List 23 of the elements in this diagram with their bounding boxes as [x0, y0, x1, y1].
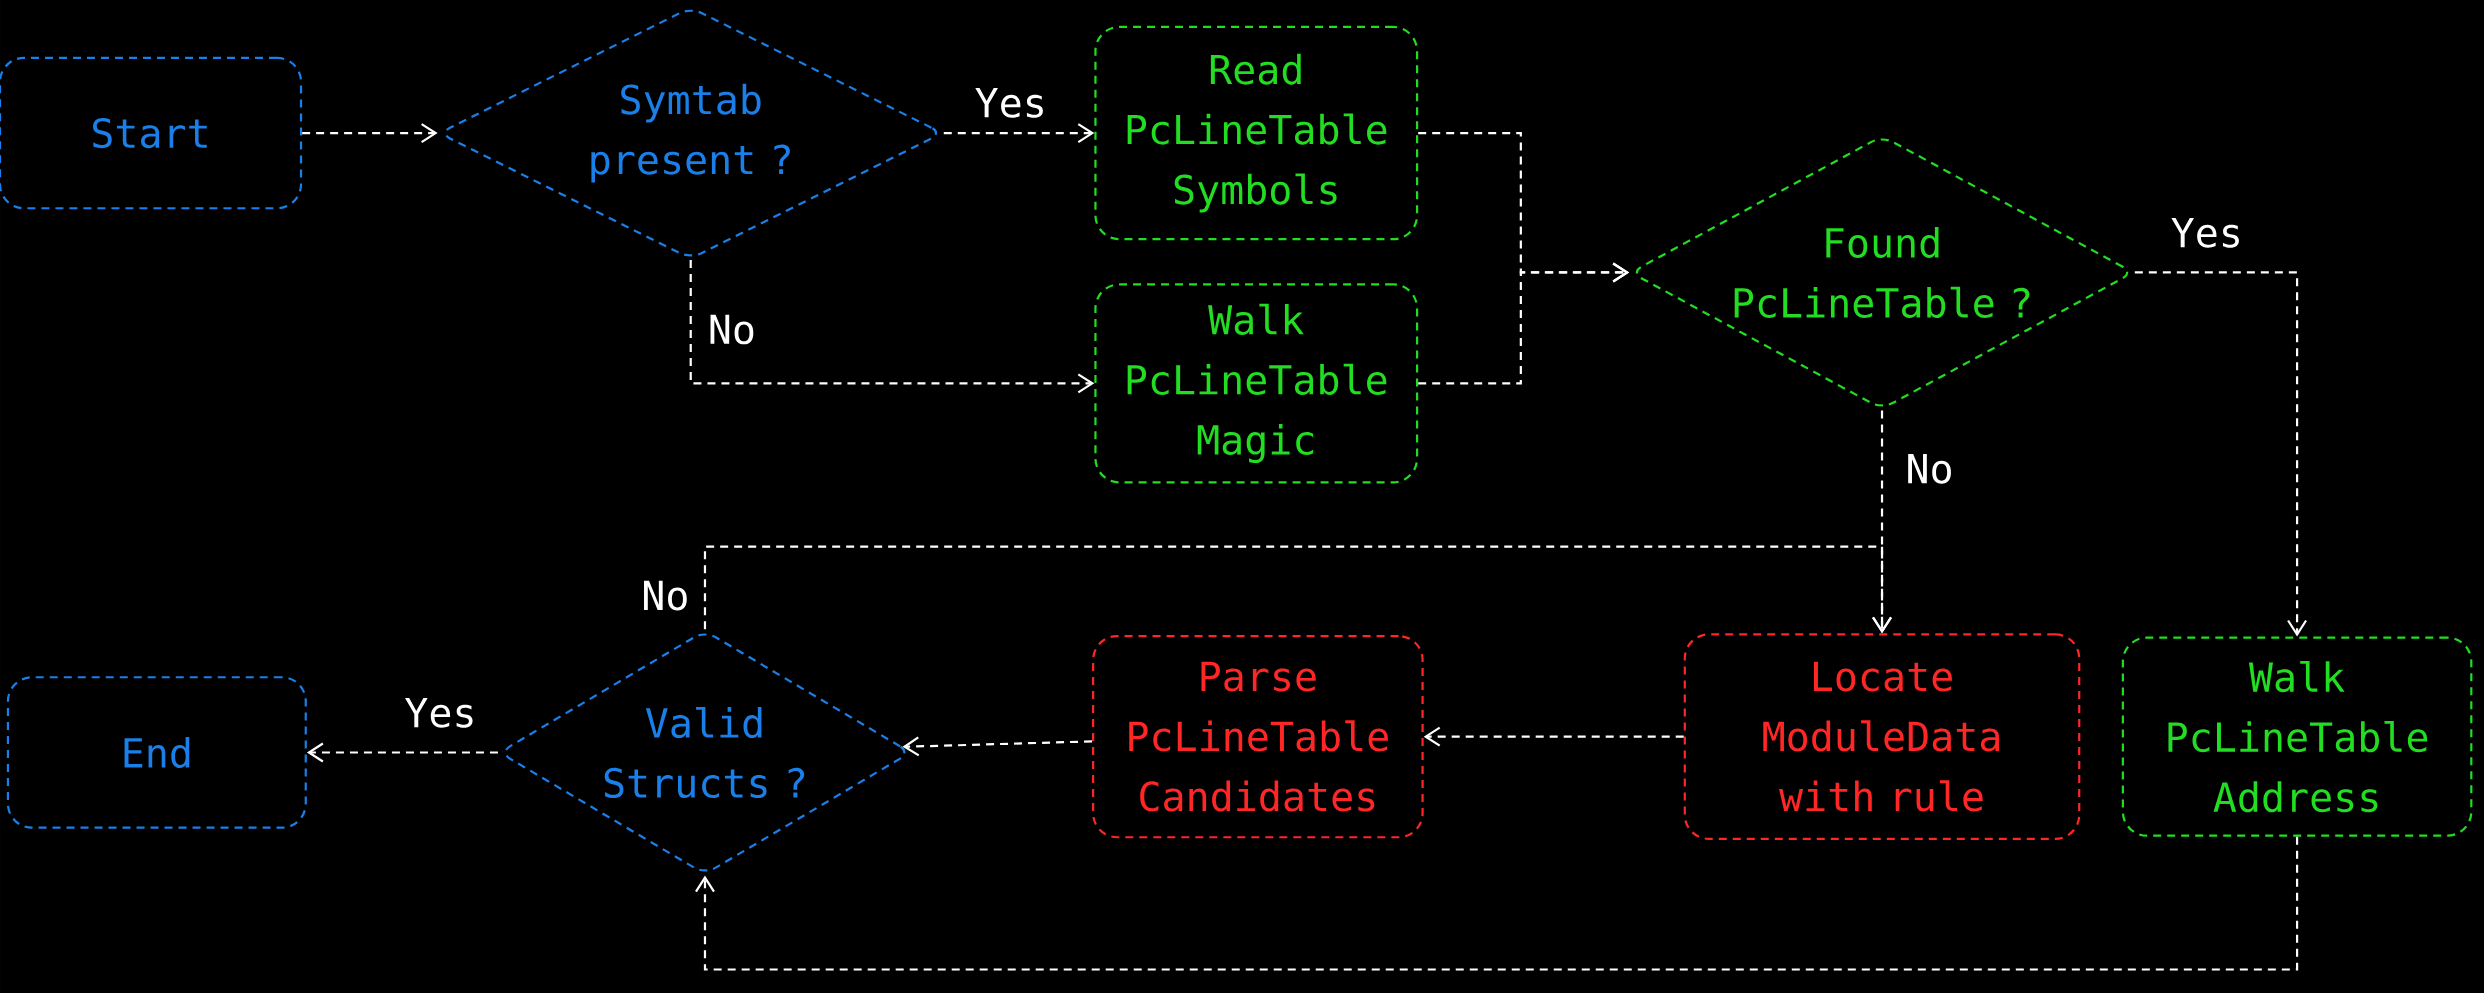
process-box: Walk PcLineTable Magic: [1094, 283, 1419, 484]
arrow: [1423, 726, 1684, 747]
edge-label: No: [1908, 453, 1951, 484]
arrow: [689, 259, 1095, 394]
arrow: [306, 742, 498, 763]
edge-label: No: [644, 580, 687, 611]
arrow: [695, 836, 2299, 971]
process-box: Locate ModuleData with rule: [1683, 633, 2081, 840]
arrow: [703, 545, 1892, 634]
arrow: [902, 736, 1093, 757]
process-box: Start: [0, 56, 303, 210]
process-box: Parse PcLineTable Candidates: [1092, 634, 1424, 839]
process-box: Read PcLineTable Symbols: [1094, 25, 1419, 241]
process-box: End: [6, 676, 307, 829]
arrow: [302, 123, 438, 143]
arrow: [2134, 271, 2307, 637]
edge-label: Yes: [975, 88, 1043, 118]
edge-label: No: [710, 314, 754, 345]
process-box: Walk PcLineTable Address: [2121, 636, 2473, 837]
arrow: [1418, 262, 1630, 385]
edge-label: Yes: [2171, 217, 2239, 248]
edge-label: Yes: [405, 697, 473, 728]
arrow: [943, 123, 1095, 143]
